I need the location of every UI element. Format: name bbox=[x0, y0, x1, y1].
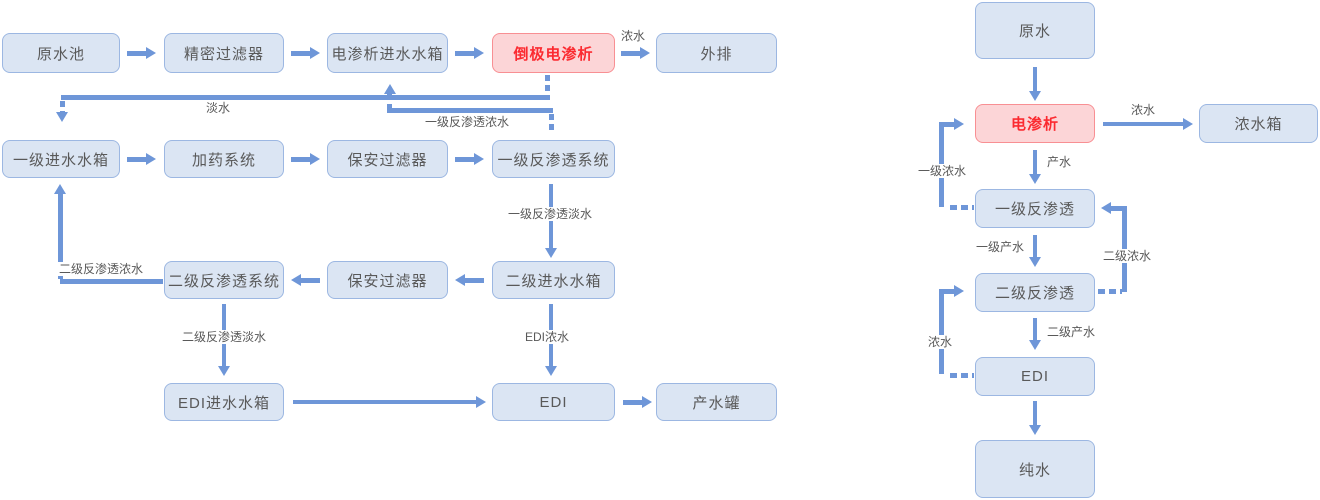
node-concentrate-tank: 浓水箱 bbox=[1199, 104, 1318, 143]
pipe-s2-conc-elbow bbox=[1111, 206, 1127, 211]
arrow-right-icon bbox=[621, 47, 650, 59]
node-edi: EDI bbox=[492, 383, 615, 421]
arrow-down-icon bbox=[56, 112, 68, 122]
pipe-edi-conc-vertical bbox=[939, 290, 944, 374]
flow-label-edi-concentrate: EDI浓水 bbox=[524, 330, 571, 344]
node-raw-water-pool: 原水池 bbox=[2, 33, 120, 73]
pipe-ro2-conc-horizontal bbox=[60, 279, 163, 284]
arrow-right-icon bbox=[291, 47, 320, 59]
pipe-s2-conc-stub bbox=[1098, 289, 1122, 294]
node-security-filter-2: 保安过滤器 bbox=[327, 261, 448, 299]
node-ro2: 二级反渗透 bbox=[975, 273, 1095, 312]
pipe-ro1-conc-horizontal bbox=[387, 108, 553, 113]
arrow-right-icon bbox=[293, 396, 486, 408]
arrow-down bbox=[1029, 150, 1041, 184]
pipe-fresh-water-horizontal bbox=[61, 95, 550, 100]
arrow-down bbox=[1029, 67, 1041, 101]
arrow-up-icon bbox=[384, 84, 396, 94]
arrow-right-icon bbox=[623, 396, 652, 408]
node-edi-feed-tank: EDI进水水箱 bbox=[164, 383, 284, 421]
pipe-s1-conc-stub bbox=[950, 205, 974, 210]
arrow-down bbox=[545, 184, 557, 258]
arrow-right bbox=[1103, 118, 1193, 130]
arrow-right-icon bbox=[455, 47, 484, 59]
node-pure-water: 纯水 bbox=[975, 440, 1095, 498]
node-stage2-feed-tank: 二级进水水箱 bbox=[492, 261, 615, 299]
flow-label-stage2-concentrate: 二级浓水 bbox=[1102, 249, 1153, 263]
node-ro2-system: 二级反渗透系统 bbox=[164, 261, 284, 299]
pipe-ro1-conc-drop bbox=[549, 114, 554, 134]
flow-label-stage1-product: 一级产水 bbox=[975, 240, 1026, 254]
flow-label-ro2-permeate: 二级反渗透淡水 bbox=[181, 330, 268, 344]
pipe-edi-conc-stub bbox=[950, 373, 974, 378]
node-raw-water: 原水 bbox=[975, 2, 1095, 59]
arrow-down bbox=[1029, 401, 1041, 435]
flow-label-stage1-concentrate: 一级浓水 bbox=[917, 164, 968, 178]
node-precision-filter: 精密过滤器 bbox=[164, 33, 284, 73]
node-ro1-system: 一级反渗透系统 bbox=[492, 140, 615, 178]
arrow-left-icon bbox=[1101, 202, 1111, 214]
pipe-edi-conc-elbow bbox=[939, 289, 954, 294]
node-ed-feed-tank: 电渗析进水水箱 bbox=[327, 33, 448, 73]
flow-label-concentrate-right: 浓水 bbox=[1130, 103, 1157, 117]
arrow-up-icon bbox=[54, 184, 66, 194]
node-discharge: 外排 bbox=[656, 33, 777, 73]
arrow-right-icon bbox=[954, 285, 964, 297]
node-stage1-feed-tank: 一级进水水箱 bbox=[2, 140, 120, 178]
node-ed: 电渗析 bbox=[975, 104, 1095, 143]
flow-label-product: 产水 bbox=[1046, 155, 1073, 169]
pipe-ro1-conc-riser bbox=[387, 94, 392, 108]
arrow-right-icon bbox=[127, 153, 156, 165]
arrow-left-icon bbox=[291, 274, 320, 286]
flow-label-ro2-concentrate: 二级反渗透浓水 bbox=[58, 262, 145, 276]
flow-label-stage2-product: 二级产水 bbox=[1046, 325, 1097, 339]
node-security-filter-1: 保安过滤器 bbox=[327, 140, 448, 178]
flow-label-edi-concentrate-right: 浓水 bbox=[927, 335, 954, 349]
node-edr: 倒极电渗析 bbox=[492, 33, 615, 73]
flow-label-ro1-concentrate: 一级反渗透浓水 bbox=[424, 115, 511, 129]
pipe-ro2-conc-vertical bbox=[58, 194, 63, 279]
arrow-down bbox=[1029, 318, 1041, 350]
arrow-right-icon bbox=[127, 47, 156, 59]
arrow-right-icon bbox=[291, 153, 320, 165]
pipe-fresh-water-drop bbox=[60, 101, 65, 112]
flow-label-fresh-water: 淡水 bbox=[205, 101, 232, 115]
node-edi-right: EDI bbox=[975, 357, 1095, 396]
arrow-down bbox=[1029, 235, 1041, 267]
flow-label-ro1-permeate: 一级反渗透淡水 bbox=[507, 207, 594, 221]
arrow-left-icon bbox=[455, 274, 484, 286]
pipe-s1-conc-elbow bbox=[939, 122, 954, 127]
pipe-fresh-water-vertical bbox=[545, 75, 550, 96]
arrow-right-icon bbox=[954, 118, 964, 130]
flow-label-concentrate: 浓水 bbox=[620, 29, 647, 43]
arrow-right-icon bbox=[455, 153, 484, 165]
node-product-tank: 产水罐 bbox=[656, 383, 777, 421]
node-ro1: 一级反渗透 bbox=[975, 189, 1095, 228]
node-dosing-system: 加药系统 bbox=[164, 140, 284, 178]
